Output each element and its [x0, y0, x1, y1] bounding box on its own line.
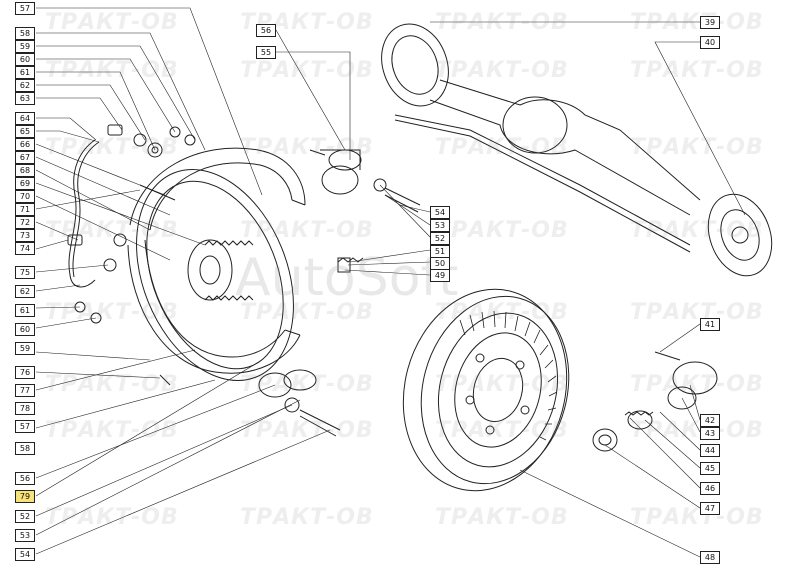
fittings-left: [67, 124, 196, 324]
callout-60[interactable]: 60: [15, 53, 35, 66]
callout-76[interactable]: 76: [15, 366, 35, 379]
callout-40[interactable]: 40: [700, 36, 720, 49]
callout-41[interactable]: 41: [700, 318, 720, 331]
rear-axle-housing: [381, 23, 773, 277]
callout-60b[interactable]: 60: [15, 323, 35, 336]
callout-39[interactable]: 39: [700, 16, 720, 29]
callout-75[interactable]: 75: [15, 266, 35, 279]
callout-67[interactable]: 67: [15, 151, 35, 164]
leader-lines: [35, 7, 746, 558]
callout-56[interactable]: 56: [15, 472, 35, 485]
callout-49[interactable]: 49: [430, 269, 450, 282]
callout-45[interactable]: 45: [700, 462, 720, 475]
callout-48[interactable]: 48: [700, 551, 720, 564]
brake-drum: [402, 288, 570, 492]
callout-62b[interactable]: 62: [15, 285, 35, 298]
callout-59b[interactable]: 59: [15, 342, 35, 355]
brake-shoes: [127, 147, 306, 374]
callout-69[interactable]: 69: [15, 177, 35, 190]
callout-54-mid[interactable]: 54: [430, 206, 450, 219]
callout-61b[interactable]: 61: [15, 304, 35, 317]
callout-53-mid[interactable]: 53: [430, 219, 450, 232]
return-springs: [204, 240, 254, 301]
callout-63[interactable]: 63: [15, 92, 35, 105]
callout-68[interactable]: 68: [15, 164, 35, 177]
callout-78[interactable]: 78: [15, 402, 35, 415]
callout-74[interactable]: 74: [15, 242, 35, 255]
drum-ribs: [459, 310, 558, 441]
wheel-cylinder-bottom: [258, 369, 341, 437]
callout-57[interactable]: 57: [15, 2, 35, 15]
callout-44[interactable]: 44: [700, 444, 720, 457]
callout-62[interactable]: 62: [15, 79, 35, 92]
callout-65[interactable]: 65: [15, 125, 35, 138]
callout-52-mid[interactable]: 52: [430, 232, 450, 245]
callout-52[interactable]: 52: [15, 510, 35, 523]
callout-59[interactable]: 59: [15, 40, 35, 53]
callout-56-mid[interactable]: 56: [256, 24, 276, 37]
callout-66[interactable]: 66: [15, 138, 35, 151]
callout-71[interactable]: 71: [15, 203, 35, 216]
brake-line: [68, 139, 100, 288]
callout-42[interactable]: 42: [700, 414, 720, 427]
wheel-cylinder-exploded: [592, 351, 718, 452]
callout-73[interactable]: 73: [15, 229, 35, 242]
callout-46[interactable]: 46: [700, 482, 720, 495]
wheel-cylinder-top: [309, 149, 421, 213]
callout-64[interactable]: 64: [15, 112, 35, 125]
callout-57b[interactable]: 57: [15, 420, 35, 433]
callout-54[interactable]: 54: [15, 548, 35, 561]
callout-79-highlighted[interactable]: 79: [15, 490, 35, 503]
callout-77[interactable]: 77: [15, 384, 35, 397]
callout-55[interactable]: 55: [256, 46, 276, 59]
callout-58[interactable]: 58: [15, 27, 35, 40]
callout-70[interactable]: 70: [15, 190, 35, 203]
callout-61[interactable]: 61: [15, 66, 35, 79]
callout-53[interactable]: 53: [15, 529, 35, 542]
callout-43[interactable]: 43: [700, 427, 720, 440]
callout-58b[interactable]: 58: [15, 442, 35, 455]
callout-47[interactable]: 47: [700, 502, 720, 515]
callout-72[interactable]: 72: [15, 216, 35, 229]
